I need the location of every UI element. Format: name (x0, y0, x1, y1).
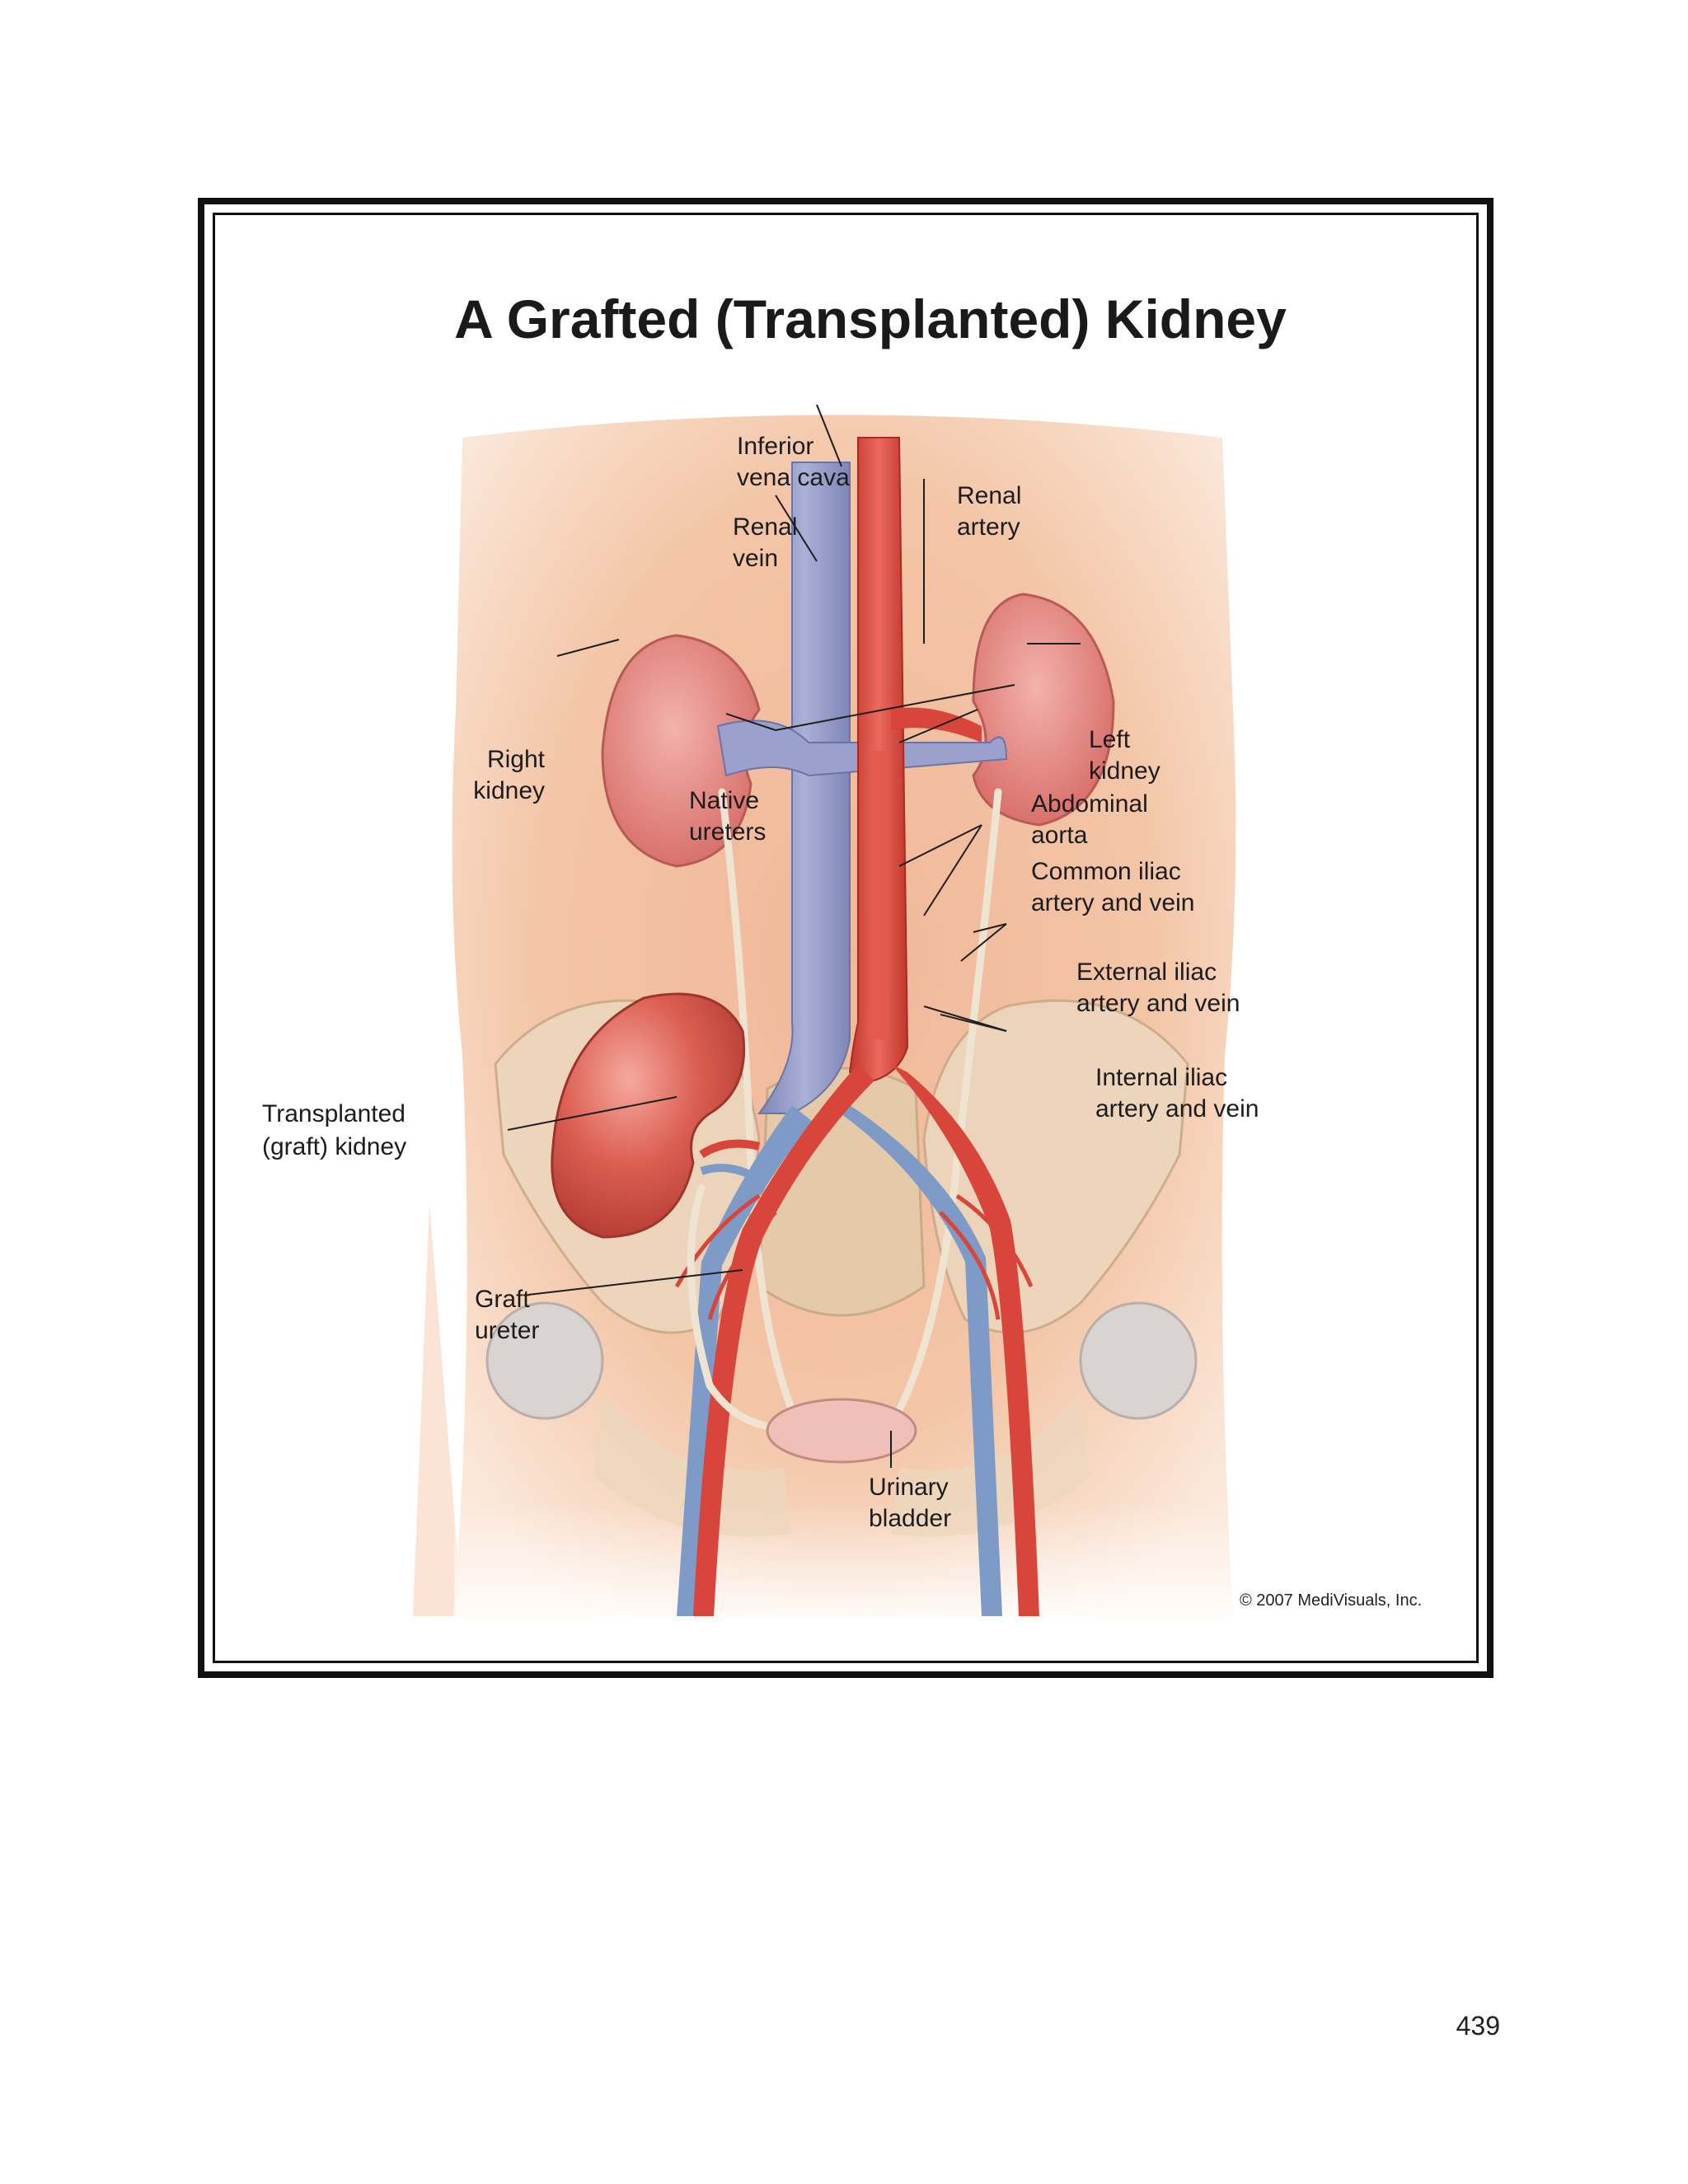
label-native-ureters-2: ureters (689, 818, 766, 846)
label-urinary-bladder-2: bladder (869, 1505, 951, 1532)
figure-frame: Inferior vena cava Renal vein Renal arte… (198, 198, 1493, 1678)
label-common-iliac-1: Common iliac (1031, 858, 1181, 885)
label-external-iliac-1: External iliac (1076, 958, 1217, 986)
urinary-bladder (766, 1398, 917, 1464)
label-transplanted-kidney-2: (graft) kidney (262, 1133, 406, 1160)
page-number: 439 (1456, 2011, 1500, 2041)
label-right-kidney-2: kidney (473, 777, 545, 804)
label-urinary-bladder-1: Urinary (869, 1474, 949, 1501)
label-abdominal-aorta-1: Abdominal (1031, 790, 1148, 818)
label-inferior-vena-cava-1: Inferior (737, 433, 814, 460)
label-external-iliac-2: artery and vein (1076, 990, 1240, 1017)
label-renal-artery-2: artery (957, 513, 1020, 541)
figure-title: A Grafted (Transplanted) Kidney (454, 288, 1287, 349)
label-graft-ureter-1: Graft (475, 1286, 530, 1313)
label-renal-vein-2: vein (733, 545, 778, 572)
graft-ureter (687, 1183, 804, 1432)
label-left-kidney-2: kidney (1089, 757, 1160, 785)
label-graft-ureter-2: ureter (475, 1317, 539, 1344)
graft-kidney (551, 992, 761, 1239)
figure-panel: Inferior vena cava Renal vein Renal arte… (213, 213, 1479, 1663)
label-transplanted-kidney-1: Transplanted (262, 1100, 406, 1127)
label-native-ureters-1: Native (689, 787, 759, 814)
abdominal-aorta (674, 437, 1039, 1616)
label-abdominal-aorta-2: aorta (1031, 822, 1088, 849)
label-renal-artery-1: Renal (957, 482, 1021, 509)
left-kidney (972, 593, 1115, 827)
label-renal-vein-1: Renal (733, 513, 797, 541)
label-inferior-vena-cava-2: vena cava (737, 464, 850, 491)
label-right-kidney-1: Right (487, 746, 546, 773)
label-common-iliac-2: artery and vein (1031, 889, 1194, 916)
labels: Inferior vena cava Renal vein Renal arte… (262, 433, 1422, 1610)
right-kidney (601, 634, 761, 868)
anatomy-illustration: Inferior vena cava Renal vein Renal arte… (262, 404, 1422, 1616)
copyright-notice: © 2007 MediVisuals, Inc. (1240, 1591, 1422, 1610)
label-left-kidney-1: Left (1089, 726, 1131, 753)
label-internal-iliac-2: artery and vein (1095, 1095, 1259, 1122)
leader-lines (507, 404, 1081, 1468)
label-internal-iliac-1: Internal iliac (1095, 1064, 1227, 1091)
